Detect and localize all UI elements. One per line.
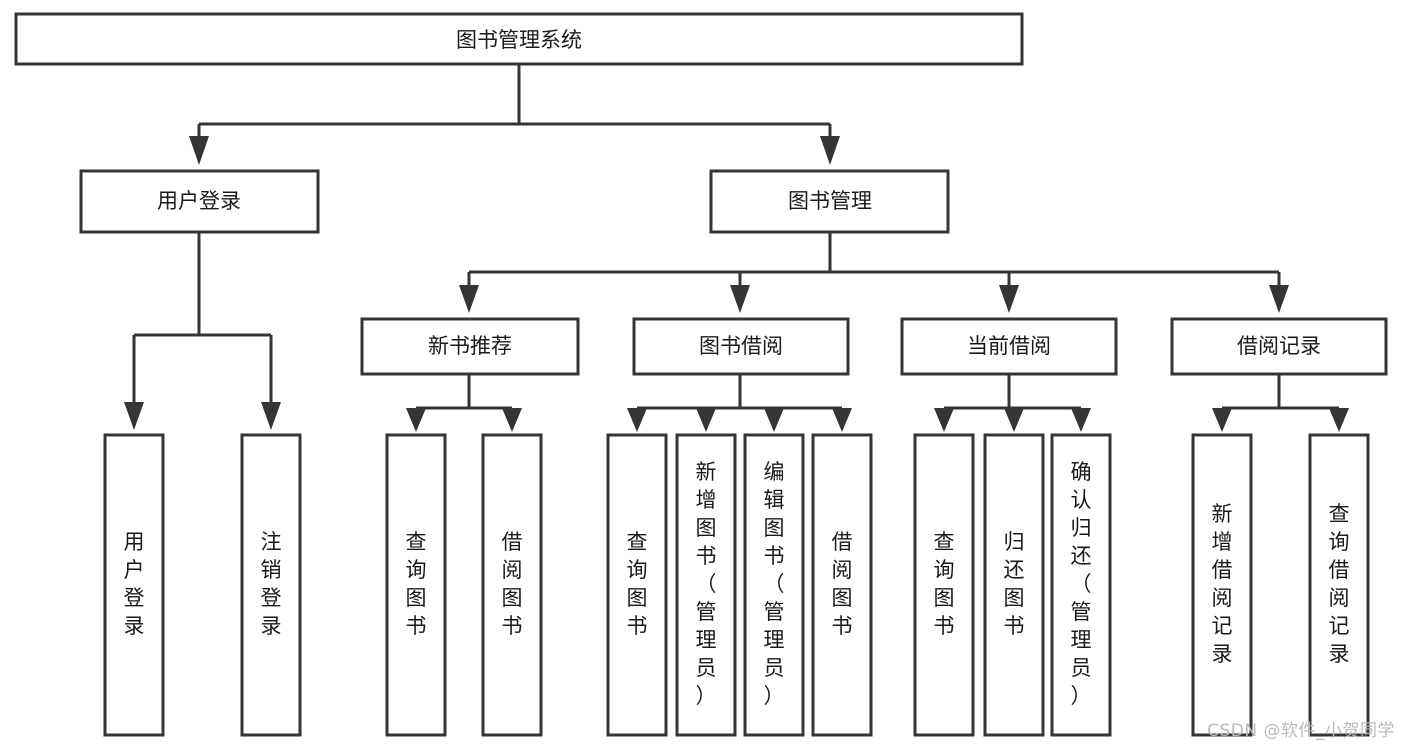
leaf-node-add-book-admin[interactable] xyxy=(675,433,737,737)
node-root-label: 图书管理系统 xyxy=(456,28,582,52)
leaf-node-label: 新增借阅记录 xyxy=(1212,502,1233,666)
node-root[interactable]: 图书管理系统 xyxy=(14,12,1024,66)
arrow-head-icon xyxy=(1212,408,1232,432)
leaf-node-box[interactable] xyxy=(481,433,543,737)
leaf-node-edit-book-admin[interactable] xyxy=(743,433,805,737)
node-book-management-box[interactable] xyxy=(709,169,950,234)
arrow-head-icon xyxy=(820,136,840,165)
leaf-node-query-book-current[interactable] xyxy=(913,433,975,737)
arrow-head-icon xyxy=(730,285,750,313)
arrow-head-icon xyxy=(832,408,852,432)
arrow-head-icon xyxy=(1329,408,1349,432)
leaf-node-label: 查询图书 xyxy=(627,530,648,638)
arrow-head-icon xyxy=(1004,408,1024,432)
node-new-book-recommend[interactable]: 新书推荐 xyxy=(360,317,580,376)
arrow-head-icon xyxy=(764,408,784,432)
leaf-node-confirm-return-admin[interactable] xyxy=(1050,433,1112,737)
node-new-book-recommend-box[interactable] xyxy=(360,317,580,376)
leaf-node-box[interactable] xyxy=(1308,433,1370,737)
leaf-node-label: 归还图书 xyxy=(1004,530,1025,638)
arrow-head-icon xyxy=(696,408,716,432)
leaf-labels-group: 用户登录 注销登录 查询图书 借阅图书 查询图书 新增图书（管理员） 编辑图书（管理员） 借阅… xyxy=(124,460,1350,708)
node-borrow-record-label: 借阅记录 xyxy=(1237,334,1321,358)
node-borrow-record[interactable]: 借阅记录 xyxy=(1170,317,1388,376)
node-book-borrow[interactable]: 图书借阅 xyxy=(632,317,850,376)
arrow-head-icon xyxy=(502,408,522,432)
node-book-management-label: 图书管理 xyxy=(788,189,872,213)
leaf-node-box[interactable] xyxy=(913,433,975,737)
leaf-node-box[interactable] xyxy=(1050,433,1112,737)
arrow-head-icon xyxy=(124,402,144,430)
leaf-node-label: 借阅图书 xyxy=(832,530,853,638)
leaf-node-label: 新增图书（管理员） xyxy=(696,460,717,708)
node-user-login-label: 用户登录 xyxy=(157,189,241,213)
node-current-borrow[interactable]: 当前借阅 xyxy=(900,317,1118,376)
node-user-login[interactable]: 用户登录 xyxy=(79,169,320,234)
edges-group xyxy=(124,64,1349,432)
leaf-node-query-borrow-record[interactable] xyxy=(1308,433,1370,737)
arrow-head-icon xyxy=(1269,285,1289,313)
arrow-head-icon xyxy=(406,408,426,432)
leaf-node-box[interactable] xyxy=(240,433,302,737)
node-book-management[interactable]: 图书管理 xyxy=(709,169,950,234)
node-current-borrow-box[interactable] xyxy=(900,317,1118,376)
leaf-node-box[interactable] xyxy=(1191,433,1253,737)
leaf-node-logout[interactable] xyxy=(240,433,302,737)
node-book-borrow-box[interactable] xyxy=(632,317,850,376)
arrow-head-icon xyxy=(1071,408,1091,432)
leaf-node-user-login[interactable] xyxy=(103,433,165,737)
arrow-head-icon xyxy=(999,285,1019,313)
arrow-head-icon xyxy=(261,402,281,430)
leaf-node-box[interactable] xyxy=(606,433,668,737)
leaf-node-box[interactable] xyxy=(811,433,873,737)
leaf-node-query-book-rec[interactable] xyxy=(385,433,447,737)
arrow-head-icon xyxy=(459,285,479,313)
arrow-head-icon xyxy=(627,408,647,432)
node-root-box[interactable] xyxy=(14,12,1024,66)
leaf-node-label: 查询借阅记录 xyxy=(1329,502,1350,666)
leaf-node-borrow-book-rec[interactable] xyxy=(481,433,543,737)
leaf-node-box[interactable] xyxy=(743,433,805,737)
leaf-node-label: 用户登录 xyxy=(124,530,145,638)
leaf-node-label: 查询图书 xyxy=(406,530,427,638)
node-borrow-record-box[interactable] xyxy=(1170,317,1388,376)
leaf-node-label: 查询图书 xyxy=(934,530,955,638)
arrow-head-icon xyxy=(189,136,209,165)
leaf-node-box[interactable] xyxy=(675,433,737,737)
node-current-borrow-label: 当前借阅 xyxy=(967,334,1051,358)
leaf-node-box[interactable] xyxy=(983,433,1045,737)
leaf-node-label: 编辑图书（管理员） xyxy=(764,460,785,708)
leaf-node-add-borrow-record[interactable] xyxy=(1191,433,1253,737)
leaf-node-return-book[interactable] xyxy=(983,433,1045,737)
leaf-node-box[interactable] xyxy=(103,433,165,737)
csdn-watermark: CSDN @软件_小贺同学 xyxy=(1207,721,1395,741)
leaf-node-query-book-borrow[interactable] xyxy=(606,433,668,737)
node-new-book-recommend-label: 新书推荐 xyxy=(428,334,512,358)
node-user-login-box[interactable] xyxy=(79,169,320,234)
node-book-borrow-label: 图书借阅 xyxy=(699,334,783,358)
leaf-node-label: 确认归还（管理员） xyxy=(1071,460,1092,708)
leaf-node-box[interactable] xyxy=(385,433,447,737)
leaf-node-label: 借阅图书 xyxy=(502,530,523,638)
leaf-node-label: 注销登录 xyxy=(261,530,282,638)
leaf-node-borrow-book[interactable] xyxy=(811,433,873,737)
arrow-head-icon xyxy=(934,408,954,432)
